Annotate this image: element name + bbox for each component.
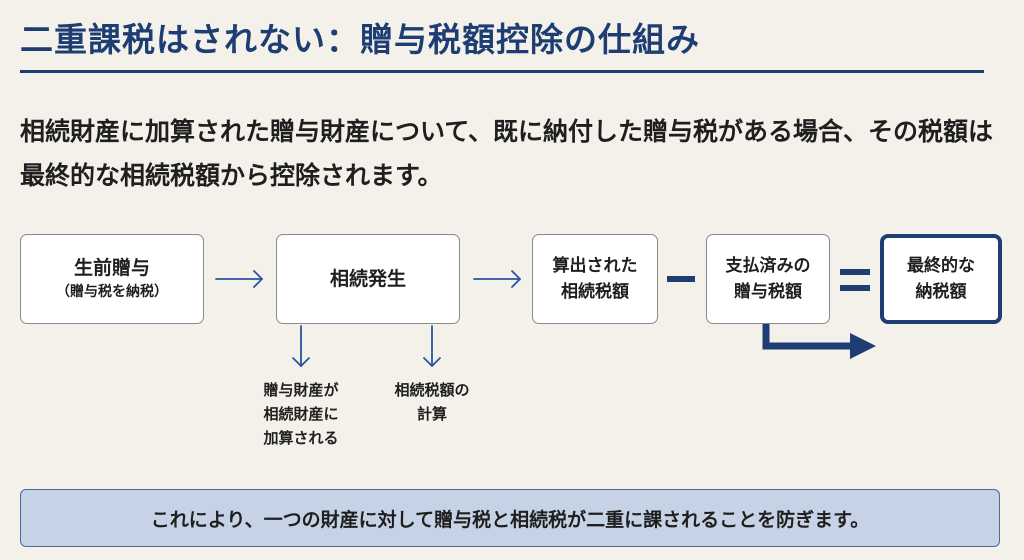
box-final-tax: 最終的な 納税額	[880, 234, 1002, 324]
box-paid-gift-tax-label: 支払済みの 贈与税額	[725, 256, 811, 302]
summary-banner: これにより、一つの財産に対して贈与税と相続税が二重に課されることを防ぎます。	[20, 489, 1000, 547]
lead-text: 相続財産に加算された贈与財産について、既に納付した贈与税がある場合、その税額は最…	[20, 117, 994, 190]
arrow-down-icon	[423, 325, 441, 367]
minus-operator	[667, 276, 695, 282]
note-gift-added: 贈与財産が 相続財産に 加算される	[263, 381, 339, 447]
page-title: 二重課税はされない：贈与税額控除の仕組み	[20, 20, 700, 59]
box-paid-gift-tax: 支払済みの 贈与税額	[706, 234, 830, 324]
equals-operator-top	[840, 269, 870, 275]
arrow-down-icon	[292, 325, 310, 367]
arrow-right-icon	[473, 270, 521, 288]
arrow-right-icon	[215, 270, 263, 288]
title-underline	[20, 70, 984, 73]
box-inheritance: 相続発生	[276, 234, 460, 324]
note-tax-calc: 相続税額の 計算	[394, 381, 470, 423]
elbow-arrow-icon	[762, 324, 876, 359]
box-inheritance-label: 相続発生	[329, 268, 406, 290]
box-computed-tax: 算出された 相続税額	[532, 234, 658, 324]
box-gift: 生前贈与 （贈与税を納税）	[20, 234, 204, 324]
equals-operator-bottom	[840, 285, 870, 291]
box-gift-label: 生前贈与	[73, 257, 150, 279]
box-computed-tax-label: 算出された 相続税額	[552, 256, 638, 302]
box-gift-sub: （贈与税を納税）	[56, 284, 168, 300]
box-final-tax-label: 最終的な 納税額	[907, 256, 975, 302]
